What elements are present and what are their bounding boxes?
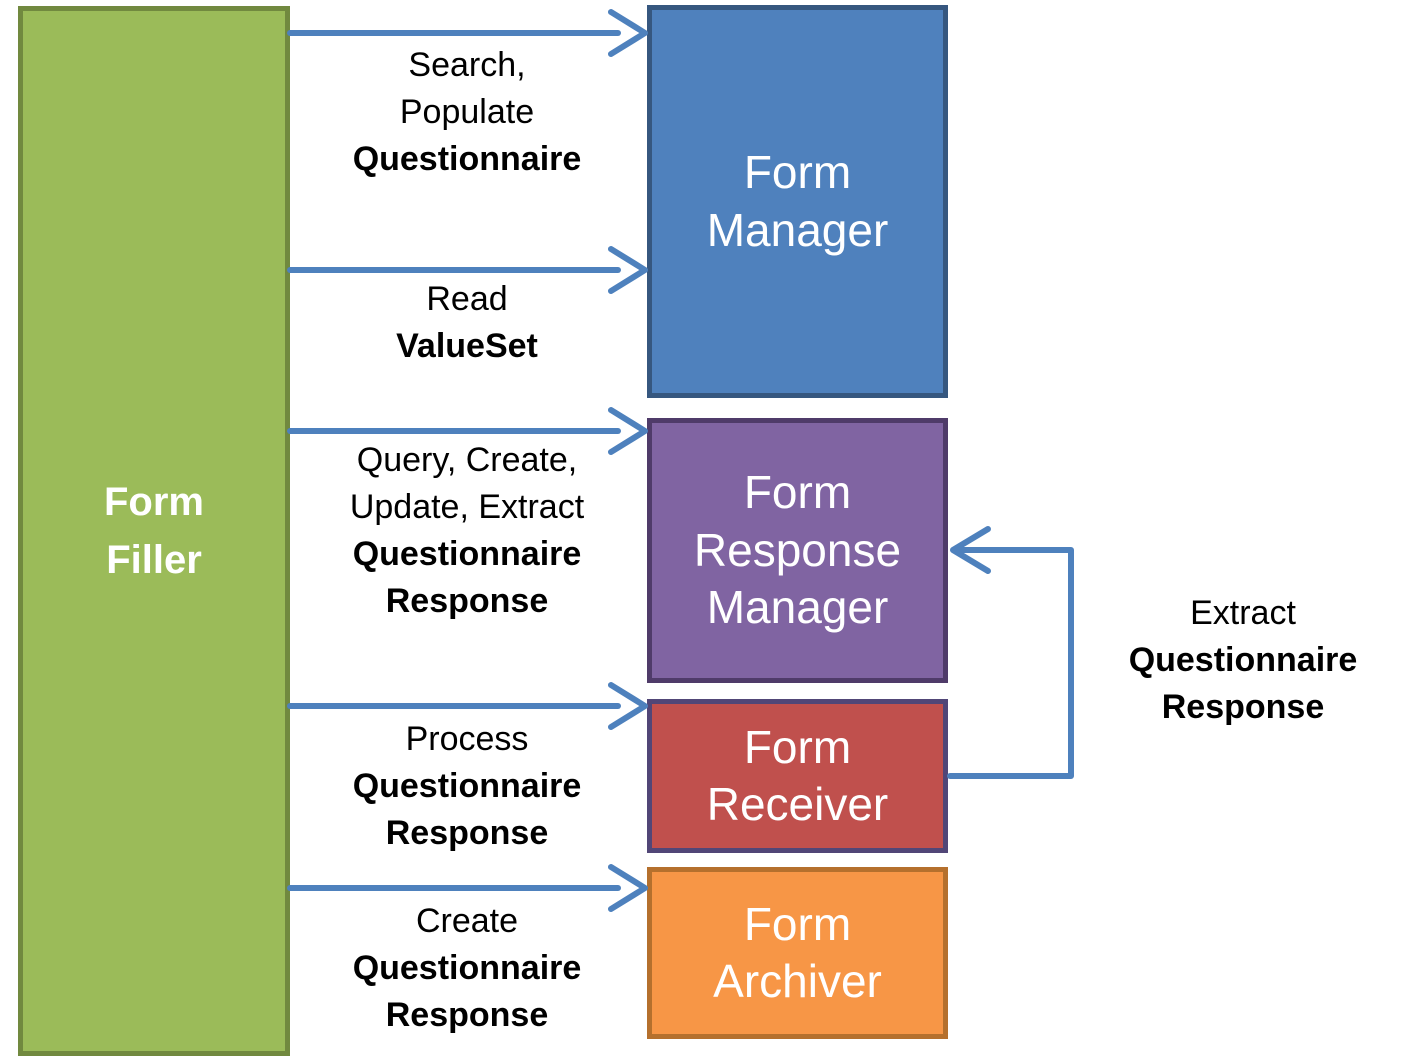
arrow-receiver-to-response-manager-icon bbox=[947, 526, 1074, 779]
flow-label-line: Questionnaire bbox=[352, 140, 582, 178]
flow-label-line: Search, bbox=[408, 46, 526, 84]
actor-label-form-response-manager: Form Response Manager bbox=[693, 466, 902, 634]
flow-label-line: Process bbox=[405, 720, 529, 758]
flow-label-process-questionnaire-response: Process Questionnaire Response bbox=[297, 716, 637, 857]
flow-label-search-populate-questionnaire: Search, Populate Questionnaire bbox=[297, 42, 637, 183]
flow-label-query-create-update-extract: Query, Create, Update, Extract Questionn… bbox=[292, 437, 642, 625]
flow-label-line: Populate bbox=[399, 93, 535, 131]
flow-label-read-valueset: Read ValueSet bbox=[297, 276, 637, 370]
actor-label-form-manager: Form Manager bbox=[706, 146, 889, 256]
actor-label-form-archiver: Form Archiver bbox=[713, 897, 882, 1008]
actor-box-form-receiver: Form Receiver bbox=[647, 699, 948, 853]
flow-label-line: Questionnaire bbox=[1128, 641, 1358, 679]
flow-label-line: Update, Extract bbox=[349, 488, 585, 526]
flow-label-line: Response bbox=[385, 814, 549, 852]
flow-label-line: Response bbox=[385, 582, 549, 620]
flow-label-line: Extract bbox=[1190, 594, 1296, 632]
flow-label-line: Response bbox=[1161, 688, 1325, 726]
actor-box-form-manager: Form Manager bbox=[647, 5, 948, 398]
actor-label-form-filler: Form Filler bbox=[104, 480, 204, 582]
flow-label-extract-questionnaire-response: Extract Questionnaire Response bbox=[1078, 590, 1408, 731]
flow-label-line: Response bbox=[385, 996, 549, 1034]
flow-label-line: Questionnaire bbox=[352, 535, 582, 573]
flow-label-line: Create bbox=[415, 902, 519, 940]
actor-box-form-filler: Form Filler bbox=[18, 6, 290, 1056]
actor-box-form-archiver: Form Archiver bbox=[647, 867, 948, 1039]
flow-label-line: Questionnaire bbox=[352, 767, 582, 805]
flow-label-line: Query, Create, bbox=[356, 441, 578, 479]
flow-label-line: Read bbox=[426, 280, 508, 318]
flow-label-line: ValueSet bbox=[396, 327, 538, 365]
flow-label-create-questionnaire-response: Create Questionnaire Response bbox=[297, 898, 637, 1039]
actor-box-form-response-manager: Form Response Manager bbox=[647, 418, 948, 683]
actor-label-form-receiver: Form Receiver bbox=[706, 720, 889, 831]
flow-label-line: Questionnaire bbox=[352, 949, 582, 987]
